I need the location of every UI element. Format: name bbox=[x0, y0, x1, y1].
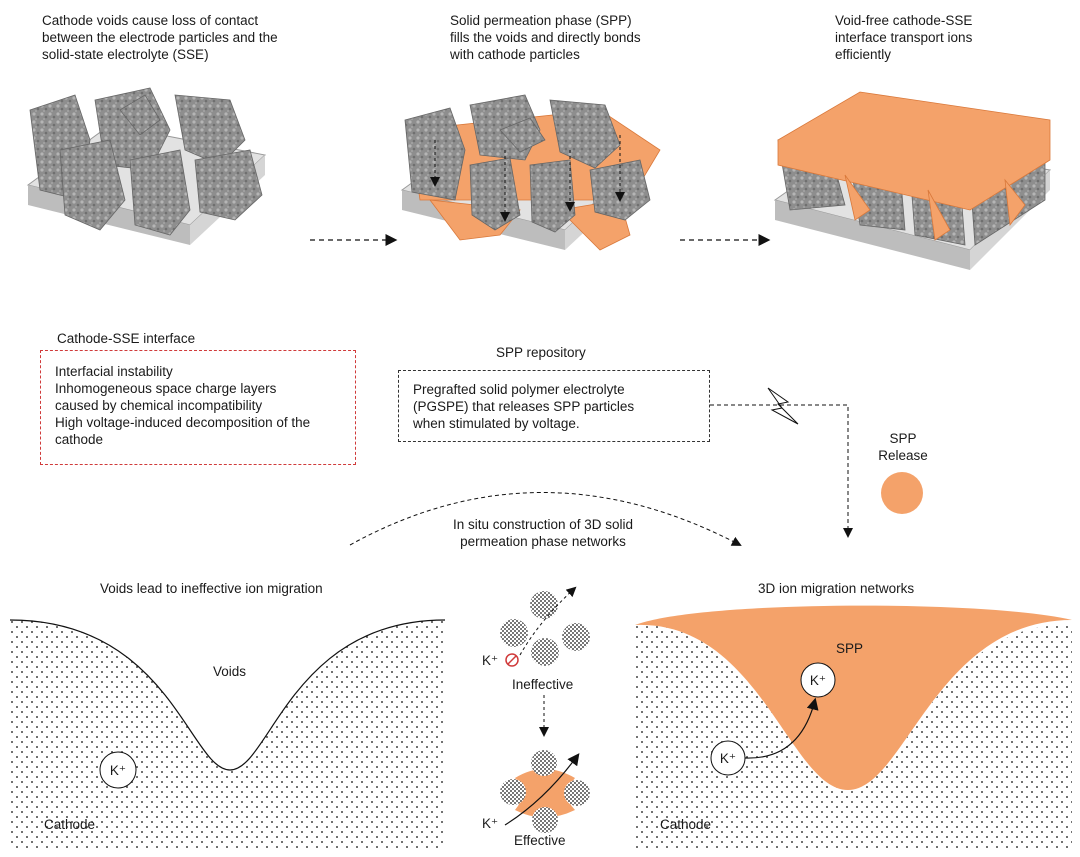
voids-label: Voids bbox=[213, 664, 247, 679]
interface-items: Interfacial instability Inhomogeneous sp… bbox=[55, 364, 311, 447]
panel3-caption: Void-free cathode-SSE interface transpor… bbox=[835, 13, 973, 62]
mid-ion1: K⁺ bbox=[482, 653, 499, 668]
cube-voids bbox=[26, 87, 267, 245]
panel2-caption: Solid permeation phase (SPP) fills the v… bbox=[450, 13, 641, 62]
repository-title: SPP repository bbox=[496, 345, 586, 360]
voids-title: Voids lead to ineffective ion migration bbox=[100, 581, 323, 596]
insitu-label: In situ construction of 3D solid permeat… bbox=[452, 517, 634, 549]
interface-box: Interfacial instability Inhomogeneous sp… bbox=[40, 350, 356, 465]
release-label: SPP Release bbox=[878, 431, 928, 463]
right-ion-inner: K⁺ bbox=[809, 673, 827, 688]
networks-title: 3D ion migration networks bbox=[758, 581, 915, 596]
cube-void-free bbox=[773, 91, 1052, 270]
effective-cluster bbox=[500, 750, 590, 833]
repository-connector bbox=[710, 404, 849, 530]
left-ion-label: K⁺ bbox=[109, 763, 127, 778]
spp-particle bbox=[881, 472, 923, 514]
ineffective-label: Ineffective bbox=[512, 677, 574, 692]
networks-panel bbox=[635, 605, 1072, 848]
cube-spp-filling bbox=[400, 94, 661, 251]
right-ion-outer: K⁺ bbox=[719, 751, 737, 766]
panel1-caption: Cathode voids cause loss of contact betw… bbox=[42, 13, 278, 62]
voids-panel bbox=[9, 619, 446, 848]
left-cathode-label: Cathode bbox=[44, 817, 96, 832]
right-cathode-label: Cathode bbox=[660, 817, 712, 832]
effective-label: Effective bbox=[514, 833, 566, 848]
release-arrowhead bbox=[843, 528, 853, 538]
mid-ion2: K⁺ bbox=[482, 816, 499, 831]
repository-text: Pregrafted solid polymer electrolyte (PG… bbox=[413, 382, 635, 431]
ineffective-cluster bbox=[500, 586, 590, 667]
interface-title: Cathode-SSE interface bbox=[57, 331, 196, 346]
lightning-icon bbox=[767, 387, 799, 425]
insitu-arrow bbox=[349, 492, 742, 546]
repository-box: Pregrafted solid polymer electrolyte (PG… bbox=[398, 370, 710, 442]
spp-label: SPP bbox=[836, 641, 864, 656]
